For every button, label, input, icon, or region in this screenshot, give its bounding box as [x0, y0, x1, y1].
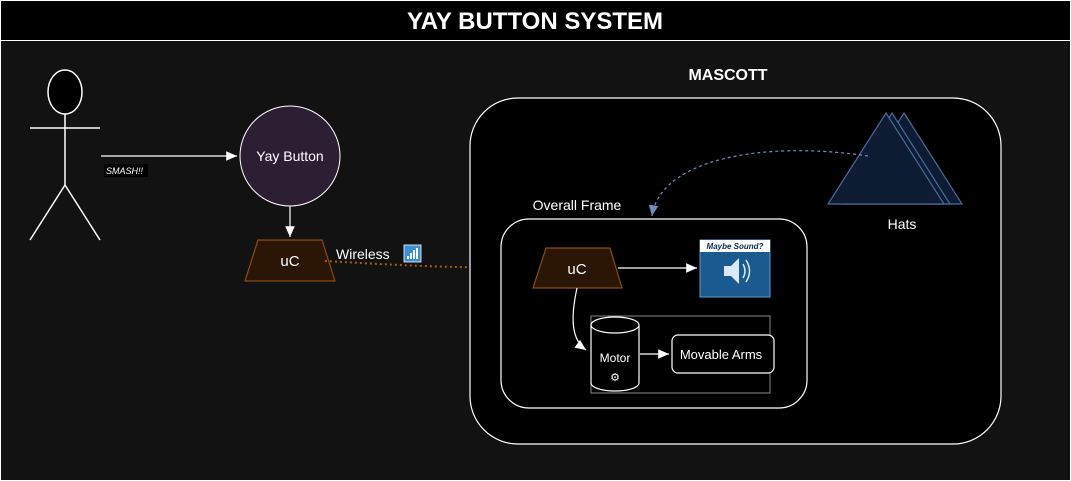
speaker-icon	[724, 258, 751, 284]
frame-uc-label: uC	[567, 261, 586, 278]
movable-arms-label: Movable Arms	[680, 347, 763, 362]
frame-title: Overall Frame	[533, 197, 622, 213]
movable-arms-node[interactable]	[671, 334, 775, 374]
wireless-label: Wireless	[336, 246, 390, 262]
page-title: YAY BUTTON SYSTEM	[407, 8, 663, 35]
gear-icon: ⚙	[610, 371, 620, 384]
remote-uc-node[interactable]	[244, 239, 336, 282]
frame-uc-node[interactable]	[532, 247, 623, 289]
sound-header	[700, 240, 770, 252]
mascott-title: MASCOTT	[688, 67, 767, 84]
wireless-link	[324, 259, 539, 276]
smash-label-bg	[104, 164, 148, 177]
motor-node[interactable]	[590, 316, 640, 392]
uc-to-motor-arrow	[572, 287, 587, 351]
hats-icon[interactable]	[826, 111, 964, 205]
sound-label: Maybe Sound?	[707, 242, 764, 251]
wireless-signal-icon	[403, 244, 422, 263]
remote-uc-label: uC	[280, 253, 299, 270]
motor-label: Motor	[600, 351, 631, 365]
title-bar	[0, 0, 1071, 41]
smash-label: SMASH!!	[106, 166, 144, 176]
yay-button-label: Yay Button	[256, 148, 323, 164]
hats-label: Hats	[888, 216, 917, 232]
user-actor-icon	[29, 69, 101, 241]
hats-to-frame-link	[648, 150, 869, 217]
